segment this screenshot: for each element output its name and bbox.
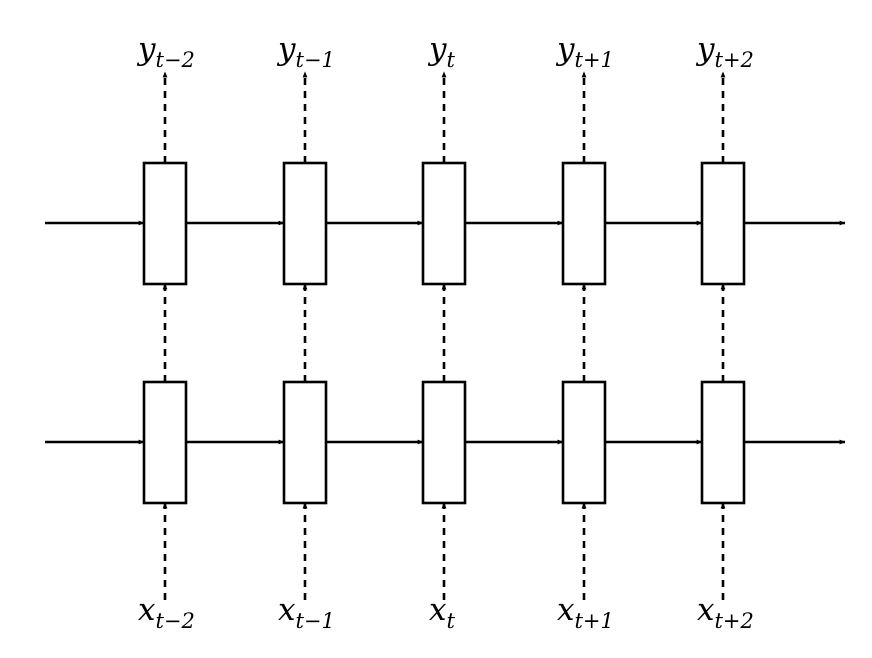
- rnn-cell-lower-2: [421, 380, 467, 505]
- input-label-t+1: xt+1: [557, 592, 614, 633]
- output-label-t-1: yt−1: [278, 31, 335, 72]
- input-label-t+2: xt+2: [697, 592, 754, 633]
- rnn-cell-lower-1: [282, 380, 328, 505]
- output-label-t: yt: [429, 31, 455, 72]
- input-label-t-2: xt−2: [138, 592, 195, 633]
- output-label-t+1: yt+1: [557, 31, 614, 72]
- rnn-cell-upper-2: [421, 161, 467, 286]
- output-label-t-2: yt−2: [138, 31, 195, 72]
- rnn-cell-upper-0: [142, 161, 188, 286]
- rnn-cell-upper-4: [700, 161, 746, 286]
- output-label-t+2: yt+2: [697, 31, 754, 72]
- input-label-t-1: xt−1: [278, 592, 335, 633]
- rnn-cell-lower-4: [700, 380, 746, 505]
- rnn-cell-upper-3: [561, 161, 607, 286]
- rnn-cell-lower-0: [142, 380, 188, 505]
- rnn-cell-lower-3: [561, 380, 607, 505]
- input-label-t: xt: [429, 592, 455, 633]
- rnn-cell-upper-1: [282, 161, 328, 286]
